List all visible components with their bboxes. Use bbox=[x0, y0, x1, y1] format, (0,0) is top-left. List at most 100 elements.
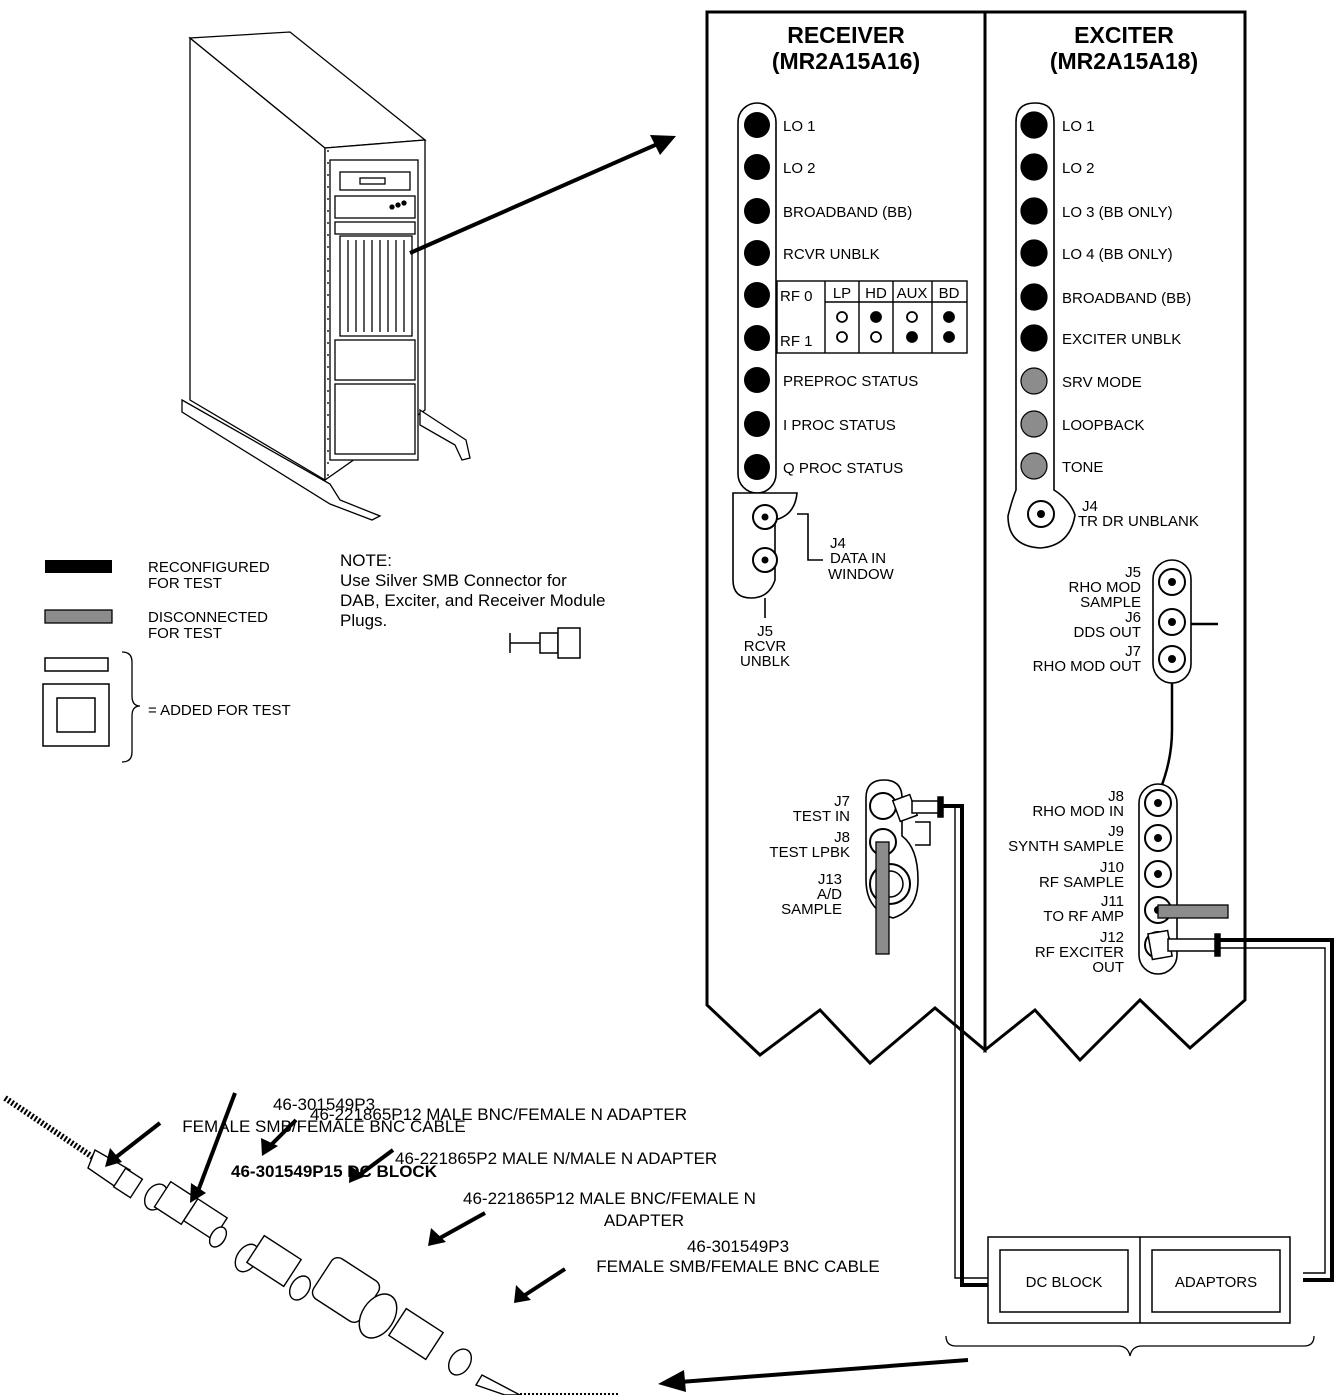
exciter-upper-connectors bbox=[1158, 568, 1186, 673]
legend-swatch-added-strip bbox=[44, 657, 109, 672]
ex-led-label: EXCITER UNBLK bbox=[1062, 331, 1181, 348]
rx-led-indicator bbox=[744, 282, 770, 308]
ex-j4-connector bbox=[1027, 500, 1055, 528]
ex-j10-desc: RF SAMPLE bbox=[1039, 874, 1124, 891]
ex-j10-label: J10 bbox=[1100, 859, 1124, 876]
rx-j13-desc1: A/D bbox=[817, 886, 842, 903]
ex-j9-desc: SYNTH SAMPLE bbox=[1008, 838, 1124, 855]
rx-led-indicator bbox=[744, 240, 770, 266]
rx-j7-desc: TEST IN bbox=[793, 808, 850, 825]
dc-block-box bbox=[999, 1249, 1129, 1313]
legend-reconfigured-line1: RECONFIGURED bbox=[148, 559, 270, 576]
rf-table-dot bbox=[836, 311, 848, 323]
exciter-led-group: LO 1LO 2LO 3 (BB ONLY)LO 4 (BB ONLY)BROA… bbox=[1020, 111, 1191, 480]
ex-led-indicator bbox=[1020, 111, 1048, 139]
rx-j4-label: J4 bbox=[830, 535, 846, 552]
legend-added-text: = ADDED FOR TEST bbox=[148, 702, 291, 719]
rf-table-dot bbox=[943, 311, 955, 323]
part-callout-arrows bbox=[113, 1092, 567, 1297]
added-test-assembly: DC BLOCK ADAPTORS bbox=[945, 1236, 1315, 1357]
legend-swatch-disconnected bbox=[44, 609, 113, 624]
exciter-lower-connectors bbox=[1144, 789, 1172, 959]
ex-j11-desc: TO RF AMP bbox=[1043, 908, 1124, 925]
ex-led-label: LO 3 (BB ONLY) bbox=[1062, 204, 1173, 221]
rx-j4-desc1: DATA IN bbox=[830, 550, 886, 567]
part-6-number: 46-301549P3 bbox=[687, 1237, 789, 1256]
legend-reconfigured-line2: FOR TEST bbox=[148, 575, 222, 592]
coax-pin bbox=[1154, 870, 1162, 878]
receiver-model: (MR2A15A16) bbox=[772, 48, 920, 74]
ex-led-indicator bbox=[1020, 283, 1048, 311]
rx-led-indicator bbox=[744, 367, 770, 393]
rx-j5-desc1: RCVR bbox=[744, 638, 787, 655]
part-6-desc: FEMALE SMB/FEMALE BNC CABLE bbox=[596, 1257, 879, 1276]
exciter-panel: EXCITER (MR2A15A18) LO 1LO 2LO 3 (BB ONL… bbox=[983, 10, 1334, 1282]
coax-pin bbox=[1168, 618, 1176, 626]
rx-j4-desc2: WINDOW bbox=[828, 566, 895, 583]
rx-j4-connector bbox=[752, 504, 778, 530]
ex-j6-desc: DDS OUT bbox=[1074, 624, 1142, 641]
rx-j13-desc2: SAMPLE bbox=[781, 901, 842, 918]
rx-led-indicator bbox=[744, 454, 770, 480]
ex-led-label: LO 2 bbox=[1062, 160, 1095, 177]
legend-brace bbox=[121, 651, 141, 763]
rx-led-label: I PROC STATUS bbox=[783, 417, 896, 434]
equipment-cabinet bbox=[181, 31, 471, 521]
rf-table-dot bbox=[870, 311, 882, 323]
callout-arrow-panels bbox=[409, 140, 663, 255]
part-2-label: 46-301549P15 DC BLOCK bbox=[231, 1162, 438, 1181]
ex-led-label: LOOPBACK bbox=[1062, 417, 1145, 434]
ex-led-indicator bbox=[1020, 367, 1048, 395]
rx-led-label: RCVR UNBLK bbox=[783, 246, 880, 263]
legend-disconnected-line2: FOR TEST bbox=[148, 625, 222, 642]
rx-j7-label: J7 bbox=[834, 793, 850, 810]
ex-j9-label: J9 bbox=[1108, 823, 1124, 840]
coax-pin bbox=[1154, 834, 1162, 842]
rf-table-dot bbox=[870, 331, 882, 343]
rf-table-dot bbox=[906, 311, 918, 323]
ex-j12-label: J12 bbox=[1100, 929, 1124, 946]
ex-led-label: LO 1 bbox=[1062, 118, 1095, 135]
rx-led-label: RF 1 bbox=[780, 333, 813, 350]
cable-assembly-illustration bbox=[3, 1095, 620, 1397]
legend-disconnected-line1: DISCONNECTED bbox=[148, 609, 268, 626]
assembly-brace bbox=[945, 1335, 1315, 1357]
rx-led-label: RF 0 bbox=[780, 288, 813, 305]
rx-led-indicator bbox=[744, 198, 770, 224]
rx-led-indicator bbox=[744, 154, 770, 180]
note: NOTE: Use Silver SMB Connector for DAB, … bbox=[340, 551, 606, 659]
part-labels: 46-301549P3 FEMALE SMB/FEMALE BNC CABLE … bbox=[182, 1095, 879, 1276]
legend-swatch-reconfigured bbox=[45, 560, 112, 573]
ex-j5-label: J5 bbox=[1125, 564, 1141, 581]
ex-j4-label: J4 bbox=[1082, 498, 1098, 515]
part-3-label: 46-221865P12 MALE BNC/FEMALE N ADAPTER bbox=[310, 1105, 687, 1124]
rx-j5-label: J5 bbox=[757, 623, 773, 640]
rx-led-label: Q PROC STATUS bbox=[783, 460, 903, 477]
coax-pin bbox=[1168, 578, 1176, 586]
rf-table-dot bbox=[836, 331, 848, 343]
rx-led-label: BROADBAND (BB) bbox=[783, 204, 912, 221]
adaptors-label: ADAPTORS bbox=[1175, 1274, 1257, 1291]
ex-j12-desc1: RF EXCITER bbox=[1035, 944, 1124, 961]
ex-j7-label: J7 bbox=[1125, 643, 1141, 660]
ex-led-indicator bbox=[1020, 452, 1048, 480]
rx-j13-label: J13 bbox=[818, 871, 842, 888]
coax-pin bbox=[1168, 655, 1176, 663]
exciter-model: (MR2A15A18) bbox=[1050, 48, 1198, 74]
coax-pin bbox=[1154, 799, 1162, 807]
rx-led-indicator bbox=[744, 112, 770, 138]
ex-led-label: SRV MODE bbox=[1062, 374, 1142, 391]
legend: RECONFIGURED FOR TEST DISCONNECTED FOR T… bbox=[42, 559, 291, 763]
part-5-label: 46-221865P12 MALE BNC/FEMALE N bbox=[463, 1189, 756, 1208]
rx-j7-connector bbox=[869, 792, 897, 820]
rx-j5-connector bbox=[752, 547, 778, 573]
receiver-title: RECEIVER bbox=[787, 22, 905, 48]
ex-j7-desc: RHO MOD OUT bbox=[1033, 658, 1141, 675]
ex-led-indicator bbox=[1020, 239, 1048, 267]
ex-led-indicator bbox=[1020, 324, 1048, 352]
ex-j8-desc: RHO MOD IN bbox=[1032, 803, 1124, 820]
note-line-2: DAB, Exciter, and Receiver Module bbox=[340, 591, 606, 610]
